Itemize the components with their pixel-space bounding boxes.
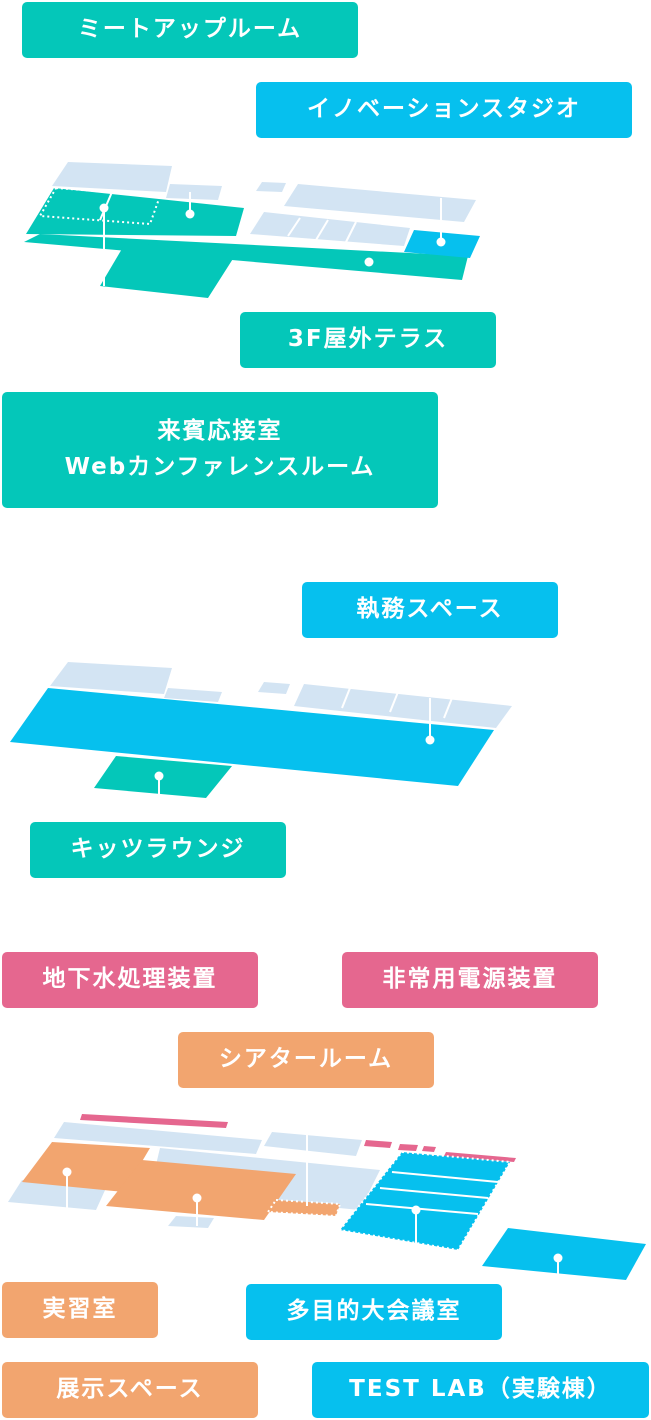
floor3-reception-outline xyxy=(38,186,162,226)
floor-2-map xyxy=(10,662,512,798)
floor2-dividers xyxy=(341,687,453,719)
water-treatment-text: 地下水処理装置 xyxy=(42,966,218,993)
emergency-power-text: 非常用電源装置 xyxy=(382,966,558,993)
web-conference-text: Webカンファレンスルーム xyxy=(64,454,376,480)
training-room-text: 実習室 xyxy=(42,1296,118,1323)
testlab-dot xyxy=(553,1253,563,1263)
office-space-label[interactable]: 執務スペース xyxy=(302,582,558,638)
floor3-room-back-1 xyxy=(52,162,172,192)
meetup-room-text: ミートアップルーム xyxy=(77,16,303,43)
terrace-label[interactable]: 3F屋外テラス xyxy=(240,312,496,368)
lounge-text: キッツラウンジ xyxy=(70,836,246,863)
reception-dot xyxy=(99,203,109,213)
floor2-room-back-2 xyxy=(164,688,222,702)
floor1-room-pale-2 xyxy=(264,1132,362,1156)
floor3-terrace xyxy=(100,242,236,298)
floor1-pink-strip-3 xyxy=(398,1144,418,1151)
conference-dot xyxy=(411,1205,421,1215)
floor1-pink-strip-1 xyxy=(80,1114,228,1128)
floor1-test-lab xyxy=(482,1228,646,1280)
floor3-room-back-5 xyxy=(250,212,410,246)
floor3-room-back-2 xyxy=(166,184,222,200)
training-room-label[interactable]: 実習室 xyxy=(2,1282,158,1338)
lounge-dot xyxy=(154,771,164,781)
floor1-dividers xyxy=(365,1171,499,1215)
innovation-dot xyxy=(436,237,446,247)
floor2-office-space xyxy=(10,688,494,786)
floor1-conference-outline xyxy=(338,1150,512,1252)
training-dot xyxy=(62,1167,72,1177)
floor3-meetup-room xyxy=(26,188,244,236)
exhibit-dot xyxy=(192,1193,202,1203)
floor-1-map xyxy=(8,1114,646,1280)
terrace-dot xyxy=(364,257,374,267)
terrace-text: 3F屋外テラス xyxy=(287,326,449,353)
floor3-room-back-4 xyxy=(284,184,476,222)
conference-room-text: 多目的大会議室 xyxy=(286,1298,462,1325)
test-lab-text: TEST LAB（実験棟） xyxy=(349,1376,612,1403)
meetup-dot xyxy=(185,209,195,219)
office-dot xyxy=(425,735,435,745)
floor1-pink-strip-4 xyxy=(422,1146,436,1152)
lounge-label[interactable]: キッツラウンジ xyxy=(30,822,286,878)
floor2-room-back-1 xyxy=(50,662,172,694)
floor1-room-pale-1 xyxy=(54,1122,262,1154)
reception-room-text: 来賓応接室 xyxy=(157,418,283,445)
floor1-exhibit-space xyxy=(106,1160,296,1220)
office-space-text: 執務スペース xyxy=(356,596,504,623)
meetup-room-label[interactable]: ミートアップルーム xyxy=(22,2,358,58)
floor1-training-room xyxy=(22,1142,150,1192)
reception-room-label[interactable]: 来賓応接室 Webカンファレンスルーム xyxy=(2,392,438,508)
test-lab-label[interactable]: TEST LAB（実験棟） xyxy=(312,1362,649,1418)
floor1-theater-room xyxy=(266,1198,342,1218)
floor2-room-back-4 xyxy=(294,684,512,728)
emergency-power-label[interactable]: 非常用電源装置 xyxy=(342,952,598,1008)
innovation-studio-text: イノベーションスタジオ xyxy=(306,96,582,123)
floor1-pink-strip-5 xyxy=(444,1152,516,1162)
floor1-room-pale-5 xyxy=(168,1216,214,1228)
conference-room-label[interactable]: 多目的大会議室 xyxy=(246,1284,502,1340)
theater-room-text: シアタールーム xyxy=(218,1046,394,1073)
water-treatment-label[interactable]: 地下水処理装置 xyxy=(2,952,258,1008)
floor1-conference-room xyxy=(340,1152,510,1250)
innovation-studio-label[interactable]: イノベーションスタジオ xyxy=(256,82,632,138)
exhibit-space-label[interactable]: 展示スペース xyxy=(2,1362,258,1418)
exhibit-space-text: 展示スペース xyxy=(56,1376,204,1403)
theater-room-label[interactable]: シアタールーム xyxy=(178,1032,434,1088)
floor2-room-back-3 xyxy=(258,682,290,694)
floor1-pink-strip-2 xyxy=(364,1140,392,1148)
floor-3-map xyxy=(24,162,480,298)
floor3-room-back-3 xyxy=(256,182,286,192)
